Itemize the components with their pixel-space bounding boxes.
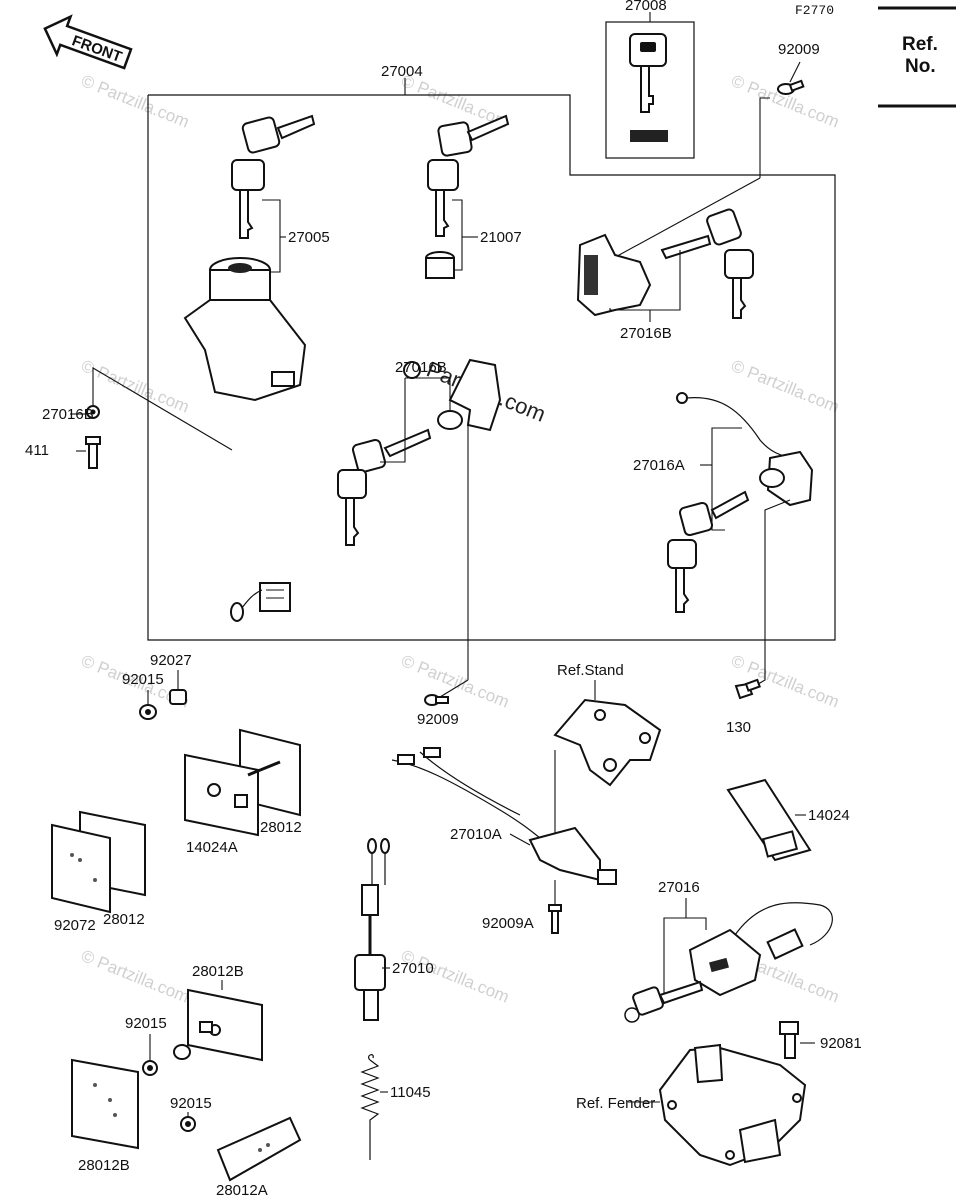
callout-92081: 11045: [390, 1084, 431, 1101]
leader-line: [663, 917, 707, 930]
callout-14024: 28012: [103, 911, 145, 928]
mount-bracket-icon: [658, 1043, 807, 1167]
callout-92009-mid: 92009: [417, 711, 459, 728]
side-stand-switch-icon: [391, 747, 617, 885]
callout-92002: 411: [25, 442, 49, 459]
watermark: © Partzilla.com: [729, 651, 842, 712]
side-lock-icon: [667, 392, 814, 613]
screw-icon: [548, 904, 562, 934]
reflector-plate-icon: [187, 988, 263, 1062]
callout-27016A: 27016A: [633, 457, 685, 474]
grommet-icon: [142, 1044, 191, 1076]
callout-27010: 27010: [392, 960, 434, 977]
stand-bracket-icon: [553, 698, 662, 787]
callout-92009A: 92009A: [482, 915, 534, 932]
callout-27016: 27016: [658, 879, 700, 896]
callout-ref-fender: 92081: [820, 1035, 862, 1052]
callout-28012A: 28012A: [216, 1182, 268, 1199]
leader-line: [759, 97, 770, 178]
callout-21007: 21007: [480, 229, 522, 246]
mid-lock-icon: [337, 358, 502, 546]
callout-92015-a: 92015: [122, 671, 164, 688]
callout-11045: Ref. Fender: [576, 1095, 655, 1112]
spring-icon: [360, 1054, 380, 1160]
screw-icon: [777, 79, 805, 95]
leader-line: [609, 250, 681, 311]
watermark: © Partzilla.com: [79, 946, 192, 1007]
ignition-switch-icon: [183, 257, 307, 622]
bolt-icon: [779, 1021, 799, 1059]
callout-92015-c: 92015: [170, 1095, 212, 1112]
leader-line: [789, 61, 801, 83]
neutral-switch-icon: [354, 838, 390, 1021]
grommet-icon: [139, 689, 187, 720]
ignition-keys-icon: [231, 114, 316, 239]
strap-icon: [726, 778, 812, 862]
ref-label-no: No.: [905, 56, 936, 77]
callout-92072: 14024: [808, 807, 850, 824]
callout-27010A: 27010A: [450, 826, 502, 843]
leader-line: [380, 378, 406, 463]
callout-14024A: 14024A: [186, 839, 238, 856]
callout-411: 27016B: [42, 406, 94, 423]
front-arrow-icon: FRONT: [43, 14, 133, 70]
leader-line: [92, 367, 233, 451]
callout-27008: 27008: [625, 0, 667, 14]
seat-lock-keys-icon: [425, 114, 510, 279]
reflector-bracket-icon: [184, 728, 301, 837]
callout-27016B-top: 27016B: [620, 325, 672, 342]
screw-icon: [424, 694, 449, 706]
bolt-icon: [85, 436, 101, 469]
callout-ref-stand: Ref.Stand: [557, 662, 624, 679]
callout-27005: 27005: [288, 229, 330, 246]
blank-key-icon: [629, 33, 668, 142]
bolt-icon: [734, 678, 761, 700]
reflector-strip-icon: [216, 1116, 302, 1182]
helmet-lock-icon: [576, 208, 754, 319]
reflector-icon: [71, 1058, 139, 1150]
callout-92009-top: 92009: [778, 41, 820, 58]
leader-line: [509, 833, 531, 846]
leader-line: [609, 177, 761, 261]
ref-label: Ref.: [902, 34, 938, 55]
callout-130: 130: [726, 719, 751, 736]
leader-line: [452, 199, 463, 271]
watermark: © Partzilla.com: [79, 71, 192, 132]
callout-27016B-mid: 27016B: [395, 359, 447, 376]
leader-line: [262, 199, 281, 273]
callout-28012B-b: 28012B: [78, 1157, 130, 1174]
watermark: © Partzilla.com: [399, 651, 512, 712]
callout-92015-b: 92015: [125, 1015, 167, 1032]
leader-line: [711, 427, 742, 531]
callout-28012-a: 28012: [260, 819, 302, 836]
callout-28012-b: 92072: [54, 917, 96, 934]
leader-line: [439, 679, 469, 698]
callout-27004: 27004: [381, 63, 423, 80]
grommet-icon: [180, 1116, 196, 1132]
callout-28012B-a: 28012B: [192, 963, 244, 980]
figure-code: F2770: [795, 3, 834, 18]
chain-lock-icon: [624, 902, 833, 1023]
watermark: © Partzilla.com: [729, 71, 842, 132]
reflector-icon: [51, 810, 146, 914]
watermark: © Partzilla.com: [729, 356, 842, 417]
callout-92027: 92027: [150, 652, 192, 669]
kit-outline-27004: [147, 94, 836, 641]
